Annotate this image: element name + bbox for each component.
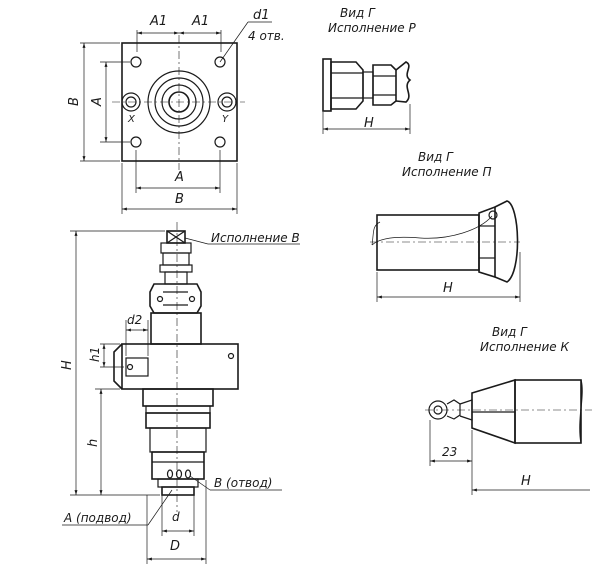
port-x bbox=[121, 92, 141, 112]
view-k: Вид Г Исполнение К 23 H bbox=[425, 325, 592, 495]
view-k-title: Вид Г bbox=[492, 325, 528, 339]
label-a-vertical: A bbox=[90, 97, 105, 107]
view-k-subtitle: Исполнение К bbox=[480, 340, 570, 354]
label-b-horizontal: B bbox=[175, 192, 184, 207]
view-r-h: H bbox=[364, 116, 374, 131]
view-r: Вид Г Исполнение Р H bbox=[322, 6, 417, 134]
label-a-horizontal: A bbox=[174, 170, 184, 185]
central-boss bbox=[147, 70, 211, 134]
view-r-title: Вид Г bbox=[340, 6, 376, 20]
mounting-hole bbox=[214, 56, 226, 68]
label-h-lower: h bbox=[86, 439, 101, 447]
label-a1-left: A1 bbox=[149, 14, 167, 29]
view-p-subtitle: Исполнение П bbox=[402, 165, 492, 179]
view-p: Вид Г Исполнение П H bbox=[370, 150, 521, 302]
valve-front-view: Исполнение В d2 h1 H h B (отвод) A (подв… bbox=[60, 222, 300, 564]
top-view: d1 4 отв. A1 A1 B A X Y A B bbox=[67, 8, 285, 214]
label-d2: d2 bbox=[127, 313, 142, 327]
label-b-vertical: B bbox=[67, 97, 82, 106]
view-p-h: H bbox=[443, 281, 453, 296]
label-h-total: H bbox=[60, 360, 75, 370]
mounting-hole bbox=[130, 136, 142, 148]
view-k-h: H bbox=[521, 474, 531, 489]
label-d1: d1 bbox=[253, 8, 270, 23]
label-variant-b: Исполнение В bbox=[211, 231, 300, 245]
label-d-large: D bbox=[170, 539, 180, 554]
label-a-inlet: A (подвод) bbox=[63, 511, 132, 525]
label-a1-right: A1 bbox=[191, 14, 209, 29]
label-holes: 4 отв. bbox=[248, 29, 285, 43]
label-h1: h1 bbox=[88, 347, 102, 362]
label-port-x: X bbox=[127, 114, 136, 125]
view-r-subtitle: Исполнение Р bbox=[328, 21, 417, 35]
port-y bbox=[217, 92, 237, 112]
view-p-title: Вид Г bbox=[418, 150, 454, 164]
label-d-small: d bbox=[172, 510, 180, 524]
label-dim-23: 23 bbox=[442, 445, 457, 459]
mounting-hole bbox=[130, 56, 142, 68]
label-b-outlet: B (отвод) bbox=[214, 476, 272, 490]
label-port-y: Y bbox=[222, 114, 229, 125]
mounting-hole bbox=[214, 136, 226, 148]
